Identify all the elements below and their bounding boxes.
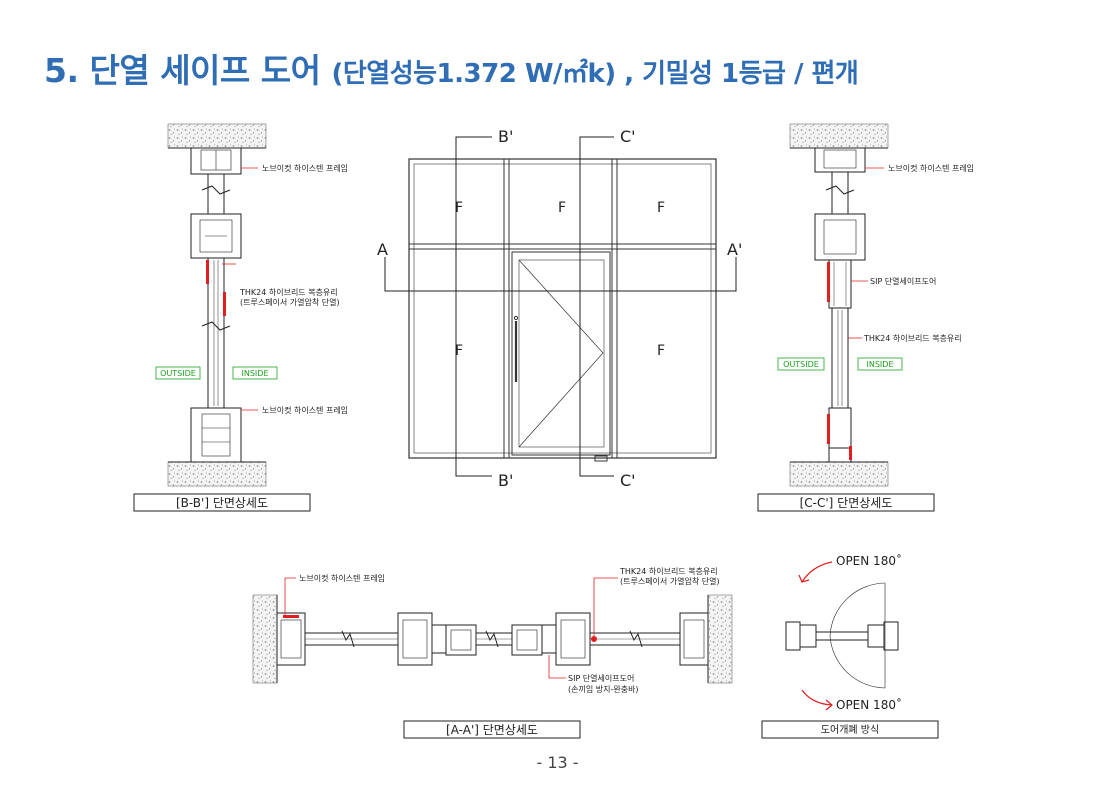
swing-arrows [798, 561, 833, 711]
cut-lines [384, 136, 737, 477]
bb-inside-label: INSIDE [242, 369, 269, 378]
panel-f-1: F [455, 200, 463, 216]
cc-outside-box [777, 357, 825, 371]
panel-f-2: F [558, 200, 566, 216]
section-bb: 노브이컷 하이스텐 프레임 THK24 하이브리드 복층유리 (트루스페이서 가… [133, 123, 348, 512]
elevation-labels: B' B' C' C' A A' [377, 127, 742, 490]
bb-inside-box [232, 366, 278, 380]
aa-frame-label: 노브이컷 하이스텐 프레임 [299, 573, 385, 583]
aa-door-label-2: (손끼임 방지-완충바) [568, 684, 639, 694]
cc-caption-box [757, 493, 935, 512]
elevation-door-leaf [511, 251, 611, 456]
panel-f-4: F [455, 343, 463, 359]
cut-line-c [579, 136, 614, 477]
aa-caption-box [403, 720, 581, 739]
cc-inside-box [857, 357, 903, 371]
aa-caption: [A-A'] 단면상세도 [446, 723, 538, 737]
cc-caption: [C-C'] 단면상세도 [800, 496, 893, 510]
page-number: - 13 - [536, 753, 579, 772]
cc-glass-label: THK24 하이브리드 복층유리 [863, 333, 962, 343]
bb-caption-box [133, 493, 311, 512]
cut-line-b [455, 136, 492, 477]
page-title: 5. 단열 세이프 도어 (단열성능1.372 W/㎡k) , 기밀성 1등급 … [44, 44, 859, 92]
title-sub: (단열성능1.372 W/㎡k) , 기밀성 1등급 / 편개 [331, 59, 859, 89]
bb-frame-top-label: 노브이컷 하이스텐 프레임 [262, 163, 348, 173]
panel-f-3: F [657, 200, 665, 216]
cut-c-bottom-label: C' [620, 471, 636, 490]
swing-caption-box [761, 720, 939, 739]
cc-door-label: SIP 단열세이프도어 [870, 276, 936, 286]
elevation-outer-frame [408, 158, 717, 459]
swing-caption: 도어개폐 방식 [821, 724, 879, 736]
aa-glass-label-1: THK24 하이브리드 복층유리 [619, 566, 718, 576]
cut-a-right-label: A' [727, 240, 742, 259]
cc-frame-top-label: 노브이컷 하이스텐 프레임 [888, 163, 974, 173]
swing-open-top: OPEN 180˚ [836, 553, 902, 568]
bb-glass-label-2: (트루스페이서 가열압착 단열) [240, 297, 340, 307]
door-swing-mark [518, 259, 604, 448]
fixed-panel-labels: F F F F F [455, 200, 665, 359]
section-cc: 노브이컷 하이스텐 프레임 SIP 단열세이프도어 THK24 하이브리드 복층… [757, 123, 974, 512]
cc-outside-label: OUTSIDE [783, 360, 819, 369]
section-cc-leaders [848, 167, 884, 339]
bb-outside-label: OUTSIDE [160, 369, 196, 378]
cut-a-left-label: A [377, 240, 388, 259]
panel-f-5: F [657, 343, 665, 359]
cut-b-bottom-label: B' [498, 471, 513, 490]
bb-outside-box [155, 366, 201, 380]
cut-c-top-label: C' [620, 127, 636, 146]
bb-frame-bottom-label: 노브이컷 하이스텐 프레임 [262, 405, 348, 415]
aa-glass-label-2: (트루스페이서 가열압착 단열) [620, 576, 720, 586]
section-aa-leaders [284, 577, 618, 679]
bb-glass-label-1: THK24 하이브리드 복층유리 [239, 287, 338, 297]
section-aa: 노브이컷 하이스텐 프레임 THK24 하이브리드 복층유리 (트루스페이서 가… [252, 566, 733, 739]
door-swing-diagram: OPEN 180˚ OPEN 180˚ 도어개폐 방식 [761, 553, 939, 739]
aa-glass-marker [591, 636, 597, 642]
bb-caption: [B-B'] 단면상세도 [176, 496, 268, 510]
cut-b-top-label: B' [498, 127, 513, 146]
swing-open-bottom: OPEN 180˚ [836, 697, 902, 712]
title-main: 5. 단열 세이프 도어 [44, 51, 332, 90]
section-bb-leaders [222, 167, 258, 411]
cc-inside-label: INSIDE [867, 360, 894, 369]
cut-line-a [384, 257, 737, 292]
aa-door-label-1: SIP 단열세이프도어 [568, 673, 634, 683]
